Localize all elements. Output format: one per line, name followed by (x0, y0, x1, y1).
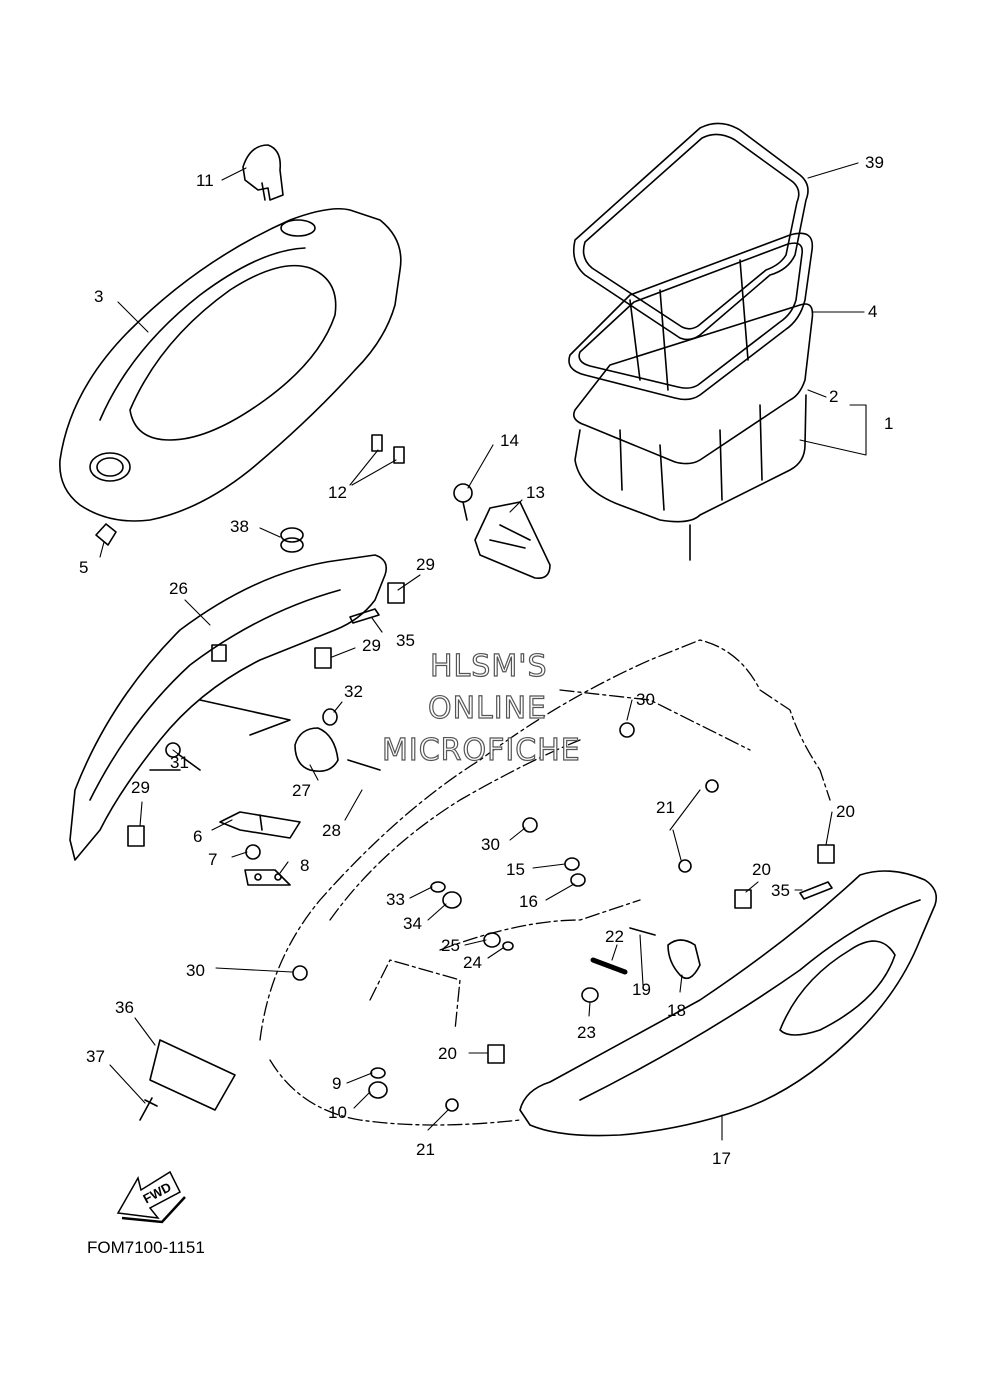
callout-31: 31 (170, 753, 189, 772)
part-36-label (149, 1039, 236, 1111)
part-18-pad (667, 939, 701, 980)
callout-26: 26 (169, 579, 188, 598)
callout-36: 36 (115, 998, 134, 1017)
callout-21b: 21 (416, 1140, 435, 1159)
callout-29b: 29 (362, 636, 381, 655)
callout-labels: 39 4 2 1 11 3 12 14 13 38 5 26 29 29 35 … (79, 153, 893, 1168)
part-37-rivet (139, 1097, 158, 1121)
callout-14: 14 (500, 431, 519, 450)
part-7-screw (245, 844, 261, 860)
part-9-washer (370, 1067, 386, 1079)
callout-22: 22 (605, 927, 624, 946)
callout-25: 25 (441, 936, 460, 955)
watermark-line-1: HLSM'S (430, 649, 548, 684)
callout-35b: 35 (771, 881, 790, 900)
callout-11: 11 (196, 171, 214, 190)
part-21-bolts (445, 779, 719, 1112)
part-35-strip (349, 608, 833, 900)
callout-3: 3 (94, 287, 103, 306)
hull-outline (259, 639, 831, 1126)
part-29-nuts (127, 582, 405, 847)
part-24-washer (502, 941, 514, 951)
part-38-grommet (280, 527, 304, 553)
callout-10: 10 (328, 1103, 347, 1122)
callout-12: 12 (328, 483, 347, 502)
part-30-bolts (292, 722, 635, 981)
part-15-washer (564, 857, 580, 871)
watermark: HLSM'S ONLINE MICROFICHE (381, 648, 581, 768)
callout-34: 34 (403, 914, 422, 933)
callout-37: 37 (86, 1047, 105, 1066)
callout-24: 24 (463, 953, 482, 972)
callout-38: 38 (230, 517, 249, 536)
part-6-hinge (219, 811, 301, 839)
callout-27: 27 (292, 781, 311, 800)
watermark-line-2: ONLINE (428, 691, 547, 726)
callout-33: 33 (386, 890, 405, 909)
callout-8: 8 (300, 856, 309, 875)
callout-7: 7 (208, 850, 217, 869)
watermark-line-3: MICROFICHE (382, 733, 581, 768)
callout-35a: 35 (396, 631, 415, 650)
part-27-pad (294, 727, 339, 773)
part-33-washer (430, 881, 446, 893)
part-16-nut (570, 873, 586, 887)
callout-30b: 30 (481, 835, 500, 854)
callout-20c: 20 (438, 1044, 457, 1063)
callout-39: 39 (865, 153, 884, 172)
part-23-nut (581, 987, 599, 1003)
part-12-screws (371, 434, 405, 464)
callout-20a: 20 (836, 802, 855, 821)
callout-29a: 29 (416, 555, 435, 574)
callout-1: 1 (884, 414, 893, 433)
part-19-pin (629, 927, 656, 936)
part-17-side-cover (519, 870, 938, 1137)
callout-16: 16 (519, 892, 538, 911)
callout-17: 17 (712, 1149, 731, 1168)
callout-2: 2 (829, 387, 838, 406)
leader-lines (99, 162, 867, 1141)
callout-5: 5 (79, 558, 88, 577)
part-20-nuts (487, 844, 835, 1064)
callout-9: 9 (332, 1074, 341, 1093)
part-11-clip (242, 144, 284, 201)
callout-20b: 20 (752, 860, 771, 879)
part-39-seal-rim (572, 122, 809, 341)
part-3-hatch-cover (59, 207, 402, 522)
callout-4: 4 (868, 302, 877, 321)
part-34-nut (442, 891, 462, 909)
part-32-washer (322, 708, 338, 726)
callout-28: 28 (322, 821, 341, 840)
callout-19: 19 (632, 980, 651, 999)
callout-13: 13 (526, 483, 545, 502)
part-2-tub (572, 303, 814, 561)
part-28-pin (347, 759, 381, 771)
callout-15: 15 (506, 860, 525, 879)
callout-30a: 30 (636, 690, 655, 709)
callout-18: 18 (667, 1001, 686, 1020)
part-22-bolt (590, 957, 628, 975)
diagram-code: FOM7100-1151 (87, 1238, 205, 1257)
callout-23: 23 (577, 1023, 596, 1042)
part-5-clip (95, 523, 117, 546)
fwd-arrow-icon: FWD (116, 1170, 186, 1224)
callout-32: 32 (344, 682, 363, 701)
part-13-bracket (474, 501, 551, 580)
part-8-plate (244, 869, 291, 886)
callout-29c: 29 (131, 778, 150, 797)
part-4-frame (568, 232, 814, 401)
part-14-bolt (453, 483, 473, 521)
callout-6: 6 (193, 827, 202, 846)
part-10-nut (368, 1081, 388, 1099)
callout-21a: 21 (656, 798, 675, 817)
part-26-side-cover (69, 554, 388, 861)
callout-30c: 30 (186, 961, 205, 980)
